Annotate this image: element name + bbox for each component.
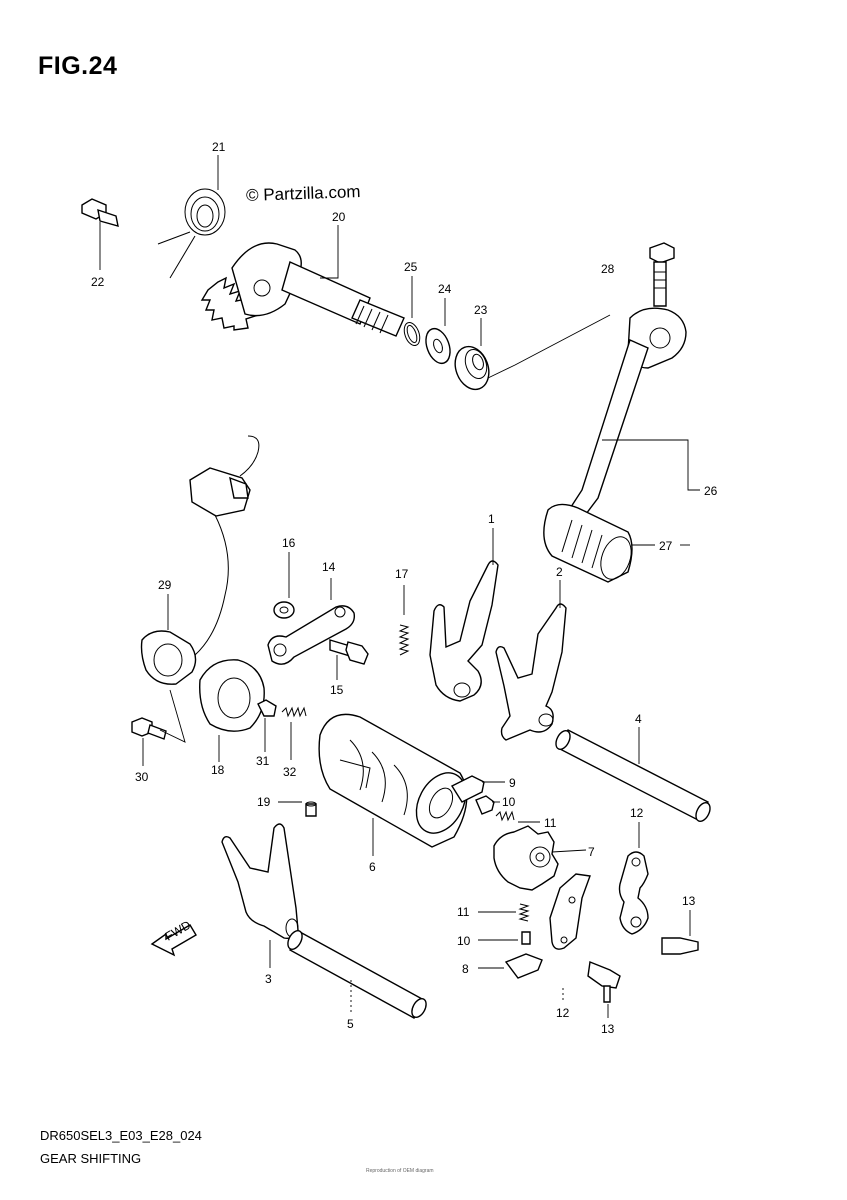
callout-6: 6: [369, 860, 376, 874]
callout-30: 28: [601, 262, 615, 276]
part-7-cam-driven-gear: [493, 825, 587, 891]
callouts: 21 20 22 25 28 24 23 26 1 27 16 14 2 17 …: [91, 140, 718, 1036]
footer-fine-print: Reproduction of OEM diagram: [366, 1168, 434, 1174]
callout-7: 7: [588, 845, 595, 859]
part-18-washer: [273, 552, 295, 619]
callout-28: 26: [704, 484, 718, 498]
callout-16: 14: [322, 560, 336, 574]
part-31-gear-position-sensor: [140, 435, 260, 685]
part-10-pin-upper: [475, 795, 500, 815]
part-24-bolt: [81, 198, 119, 270]
callout-13: 13: [601, 1022, 615, 1036]
part-19-spring: [398, 585, 410, 656]
part-4-fork-shaft: [555, 727, 711, 823]
callout-22: 20: [332, 210, 346, 224]
callout-12: 12: [556, 1006, 570, 1020]
part-14-pawl-lifter: [618, 822, 649, 935]
part-33-pin: [257, 699, 277, 752]
callout-2: 2: [556, 565, 563, 579]
callout-23: 21: [212, 140, 226, 154]
part-20-cam-plate: [199, 659, 265, 762]
part-1-shift-fork: [429, 528, 499, 702]
callout-27: 25: [404, 260, 418, 274]
callout-25: 23: [474, 303, 488, 317]
part-3-shift-fork: [221, 823, 299, 968]
part-9-cam-stopper: [450, 775, 505, 803]
callout-11-upper: 11: [544, 816, 557, 830]
part-30-bolt: [649, 242, 675, 307]
part-11-spring-lower: [478, 903, 530, 922]
part-22-shift-shaft: [200, 225, 405, 337]
callout-34: 32: [283, 765, 297, 779]
part-10-pin-lower: [478, 931, 531, 945]
part-29-lever-tip: [543, 503, 690, 583]
callout-33: 31: [256, 754, 270, 768]
part-12-cam-guide: [549, 873, 591, 1000]
callout-26: 24: [438, 282, 452, 296]
part-11-spring-upper: [495, 810, 540, 823]
part-32-bolt: [131, 689, 186, 766]
callout-24: 22: [91, 275, 105, 289]
part-25-oil-seal: [454, 314, 611, 391]
figure-title: FIG.24: [38, 52, 118, 80]
callout-11-lower: 11: [457, 905, 470, 919]
callout-8: 8: [462, 962, 469, 976]
part-27-circlip: [403, 276, 421, 347]
diagram-name: GEAR SHIFTING: [40, 1151, 142, 1166]
part-28-shift-lever: [555, 307, 700, 539]
callout-3: 3: [265, 972, 272, 986]
callout-15: 13: [682, 894, 696, 908]
part-23-spring: [157, 155, 226, 279]
callout-4: 4: [635, 712, 642, 726]
callout-31: 29: [158, 578, 172, 592]
part-5-fork-shaft: [287, 930, 427, 1019]
callout-18: 16: [282, 536, 296, 550]
callout-5: 5: [347, 1017, 354, 1031]
callout-10-upper: 10: [502, 795, 516, 809]
part-2-shift-fork: [495, 580, 567, 741]
part-16-stopper-arm: [267, 578, 356, 665]
callout-21: 19: [257, 795, 271, 809]
part-17-bolt: [329, 639, 369, 680]
callout-17: 15: [330, 683, 344, 697]
callout-14: 12: [630, 806, 644, 820]
part-15-screw: [661, 910, 699, 955]
part-26-washer: [425, 298, 451, 365]
callout-9: 9: [509, 776, 516, 790]
callout-19: 17: [395, 567, 409, 581]
callout-20: 18: [211, 763, 225, 777]
part-6-shift-drum: [318, 713, 468, 856]
fwd-arrow: FWD: [150, 918, 197, 957]
part-21-pin: [278, 801, 317, 817]
part-34-spring: [281, 706, 307, 760]
part-8-cam-stopper-plate: [478, 953, 543, 979]
diagram-code: DR650SEL3_E03_E28_024: [40, 1128, 202, 1143]
callout-1: 1: [488, 512, 495, 526]
part-13-screw: [587, 961, 621, 1018]
callout-32: 30: [135, 770, 149, 784]
callout-29: 27: [659, 539, 673, 553]
callout-10-lower: 10: [457, 934, 471, 948]
